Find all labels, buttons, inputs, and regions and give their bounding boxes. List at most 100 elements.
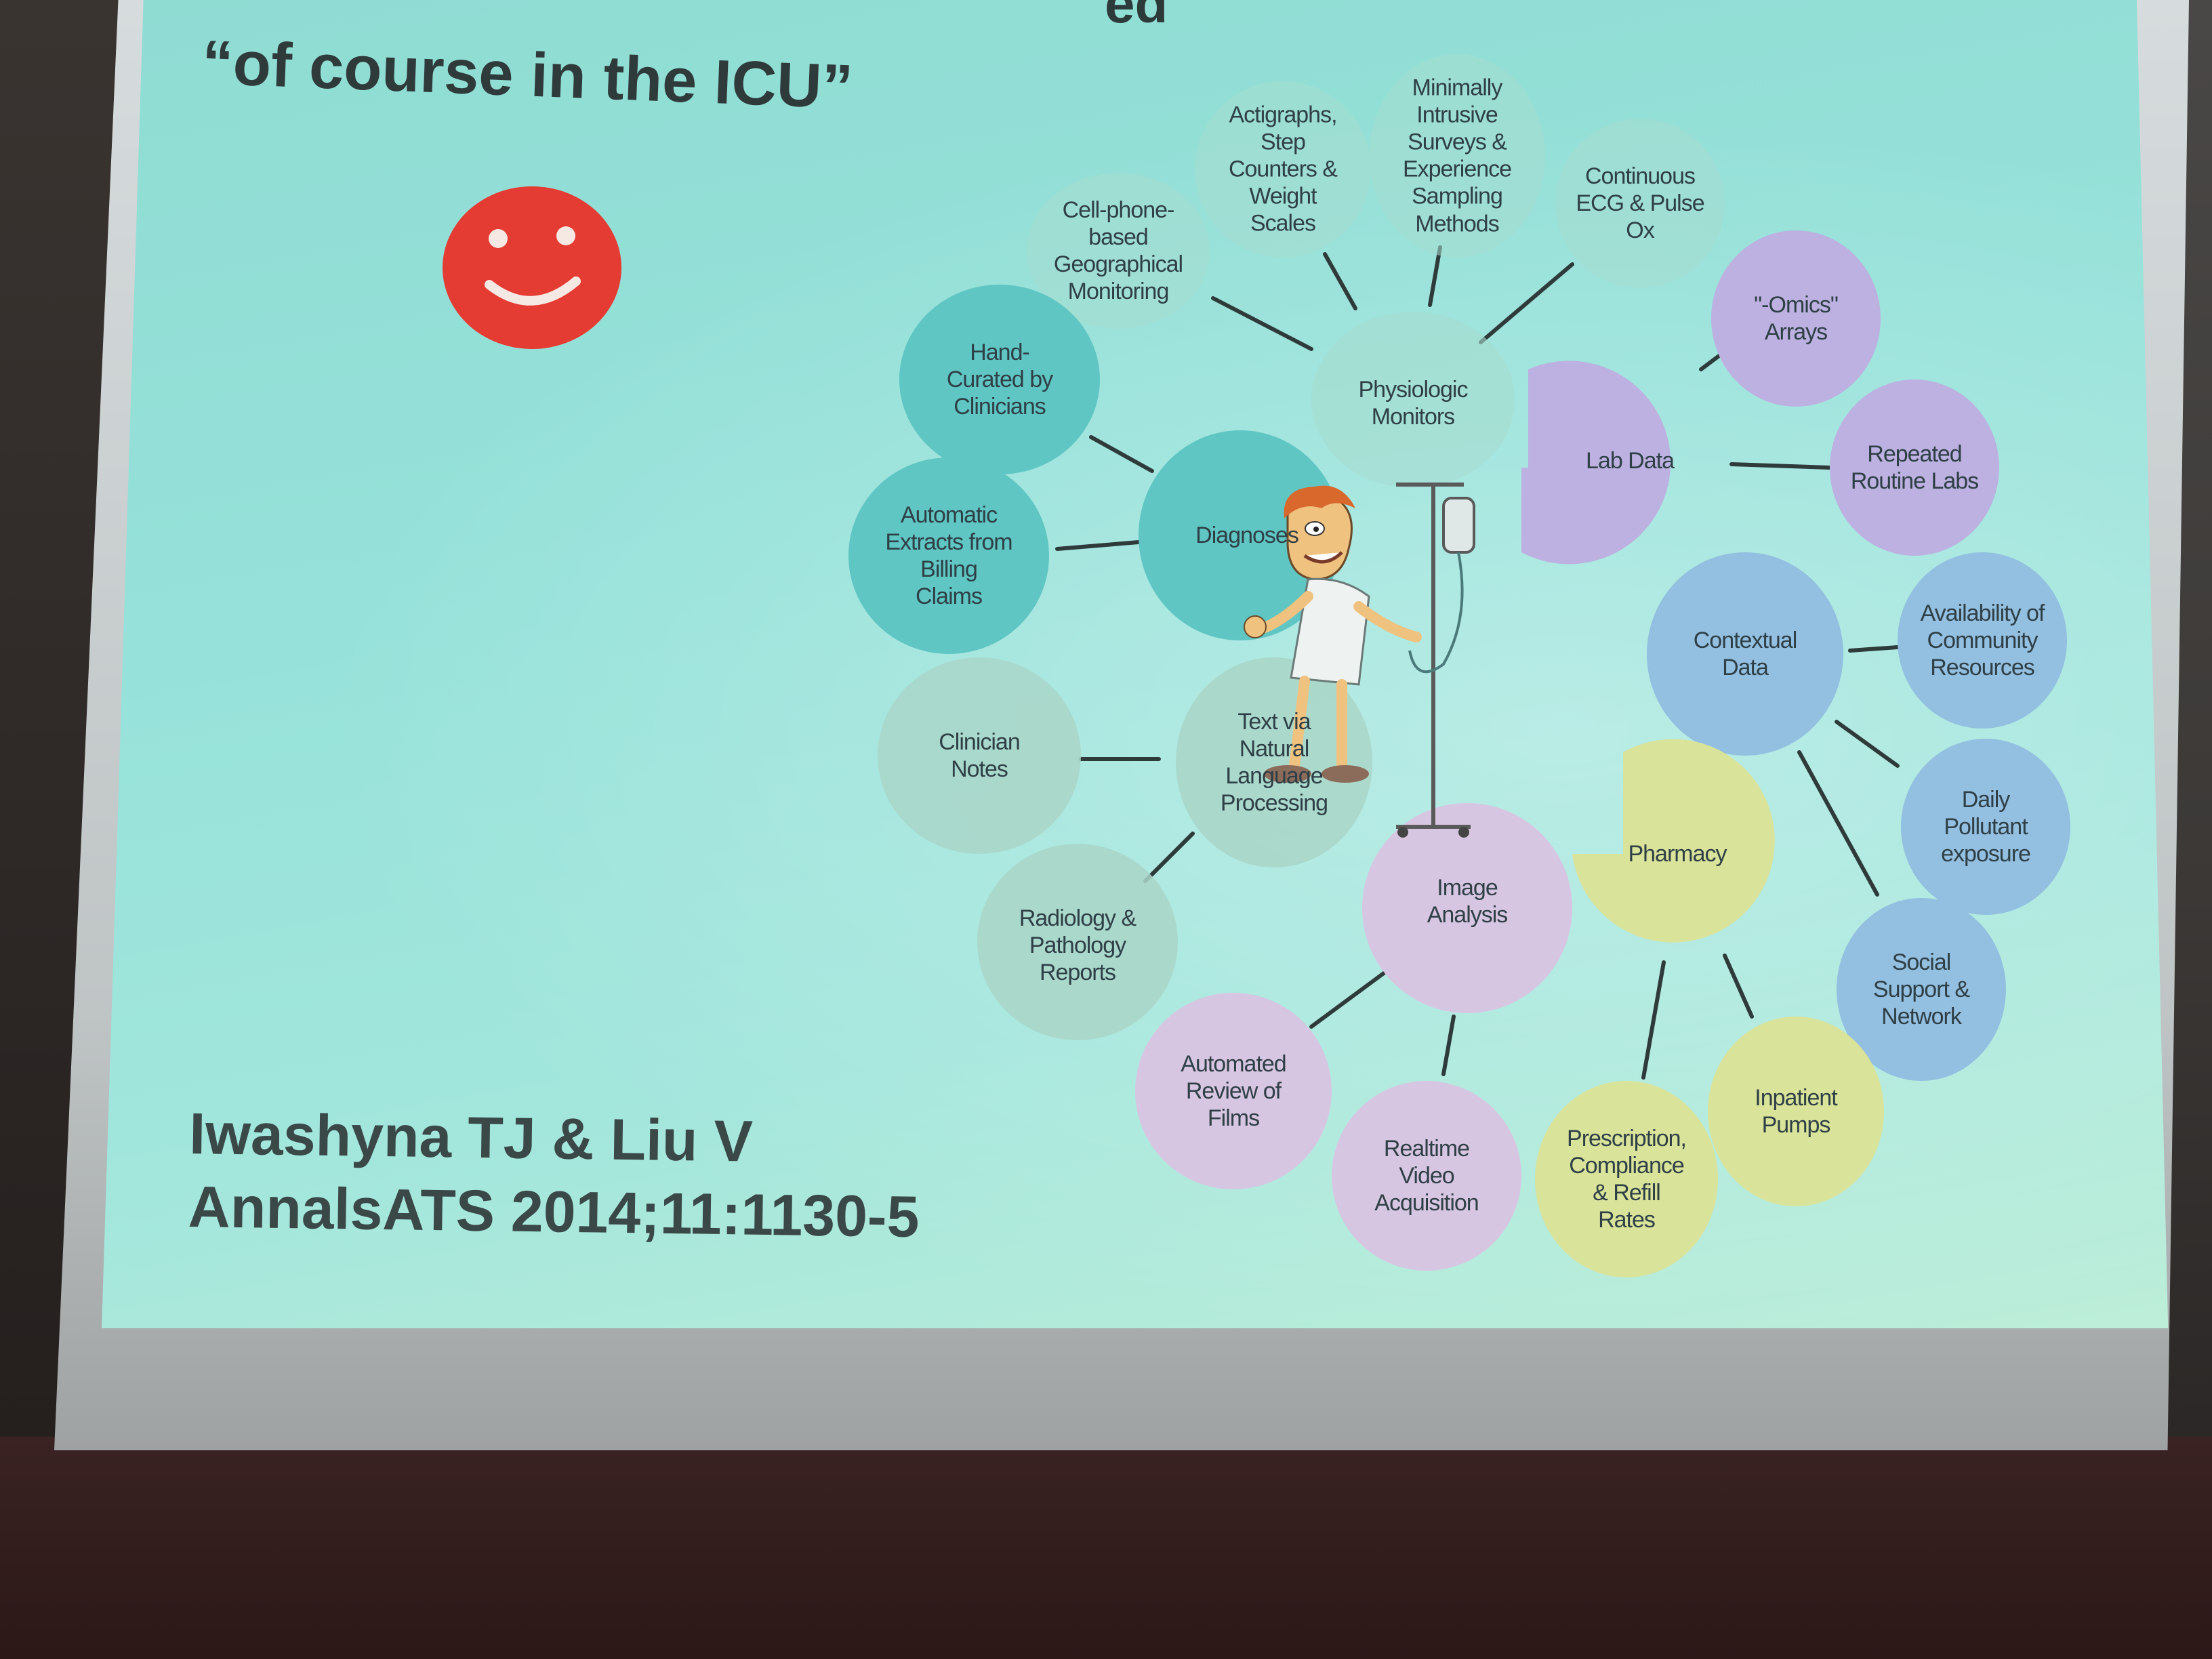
- node-label-line: Availability of: [1920, 600, 2045, 626]
- node-label-line: Processing: [1220, 790, 1328, 817]
- node-label-line: Support &: [1872, 976, 1970, 1002]
- node-label-line: Natural: [1239, 735, 1310, 762]
- node-label-line: Data: [1722, 655, 1769, 680]
- node-label-line: Video: [1399, 1162, 1454, 1189]
- node-label-line: Pollutant: [1944, 813, 2028, 840]
- node-label-line: Lab Data: [1586, 447, 1675, 474]
- room-floor: [0, 1437, 2212, 1659]
- node-label-line: Compliance: [1569, 1152, 1685, 1179]
- node-label-line: Pumps: [1761, 1112, 1831, 1138]
- node-label-line: Repeated: [1867, 441, 1962, 467]
- node-radiology: [977, 844, 1178, 1040]
- node-label-line: Language: [1225, 763, 1323, 789]
- node-label-line: Realtime: [1383, 1135, 1470, 1162]
- node-label-line: Claims: [916, 583, 983, 610]
- node-label-line: Clinicians: [954, 394, 1046, 420]
- node-label-line: Automatic: [900, 501, 998, 528]
- node-repeated-labs: [1830, 380, 1999, 556]
- node-surveys: [1369, 54, 1545, 258]
- node-label-line: Actigraphs,: [1229, 102, 1337, 128]
- cropped-heading: ed: [1105, 0, 1168, 34]
- node-label-line: Routine Labs: [1850, 468, 1979, 494]
- node-physiologic: [1311, 312, 1515, 488]
- node-label-line: based: [1088, 224, 1149, 250]
- node-clinician-notes: [878, 657, 1081, 854]
- node-label-line: Hand-: [970, 339, 1030, 365]
- node-label-line: Curated by: [946, 366, 1053, 392]
- node-inpatient-pumps: [1708, 1017, 1884, 1206]
- node-label-line: Analysis: [1427, 902, 1509, 928]
- node-omics: [1711, 230, 1881, 407]
- node-label-line: Radiology &: [1019, 905, 1136, 931]
- node-label-line: Physiologic: [1358, 376, 1469, 403]
- node-label-line: Extracts from: [885, 529, 1012, 555]
- node-pharmacy: [1572, 739, 1775, 943]
- node-label-line: Surveys &: [1408, 129, 1507, 155]
- node-label-line: Image: [1437, 874, 1498, 901]
- node-label-line: Automated: [1181, 1050, 1286, 1077]
- node-label-line: Step: [1261, 129, 1306, 155]
- node-label-line: "-Omics": [1754, 291, 1839, 318]
- node-label-line: ECG & Pulse: [1576, 190, 1704, 216]
- node-label-line: Films: [1207, 1105, 1260, 1132]
- node-label-line: Intrusive: [1416, 102, 1498, 128]
- connector-lines: [1055, 245, 1900, 1080]
- node-label-line: Monitoring: [1067, 279, 1170, 305]
- node-label-line: Notes: [951, 756, 1008, 782]
- node-label-line: Scales: [1250, 211, 1316, 237]
- node-hand-curated: [899, 285, 1100, 474]
- node-automatic-extracts: [848, 457, 1049, 654]
- node-label-line: Monitors: [1371, 404, 1455, 430]
- node-label-line: Minimally: [1412, 75, 1503, 101]
- node-label-line: Pharmacy: [1628, 840, 1727, 867]
- node-nlp: [1176, 657, 1372, 867]
- node-label-line: Community: [1927, 627, 2039, 653]
- node-label-line: Daily: [1961, 786, 2011, 813]
- label-omics: "-Omics"Arrays: [1754, 291, 1839, 346]
- node-image-analysis: [1362, 803, 1572, 1013]
- node-realtime-video: [1332, 1081, 1521, 1271]
- node-contextual: [1647, 552, 1843, 756]
- node-label-line: Text via: [1237, 708, 1311, 735]
- node-label-line: Diagnoses: [1195, 522, 1299, 548]
- node-automated-films: [1135, 993, 1332, 1189]
- node-label-line: Weight: [1249, 184, 1317, 210]
- node-label-line: Sampling: [1412, 184, 1503, 210]
- node-label-line: Continuous: [1584, 163, 1696, 189]
- node-label-line: Counters &: [1228, 156, 1338, 182]
- label-diagnoses: Diagnoses: [1195, 522, 1299, 549]
- node-label-line: Inpatient: [1755, 1084, 1837, 1111]
- node-label-line: Methods: [1415, 211, 1499, 237]
- diagram-nodes: [848, 54, 2070, 1277]
- node-community: [1898, 552, 2067, 729]
- node-diagnoses: [1139, 430, 1342, 640]
- smiley-face-icon: [443, 186, 621, 349]
- node-label-line: Arrays: [1764, 319, 1828, 345]
- node-label-line: Pathology: [1029, 932, 1126, 958]
- node-cellphone: [1027, 173, 1210, 329]
- node-label-line: Social: [1891, 949, 1952, 975]
- node-ecg: [1555, 119, 1725, 288]
- node-label-line: Experience: [1402, 157, 1512, 182]
- patient-cartoon: [1244, 483, 1475, 838]
